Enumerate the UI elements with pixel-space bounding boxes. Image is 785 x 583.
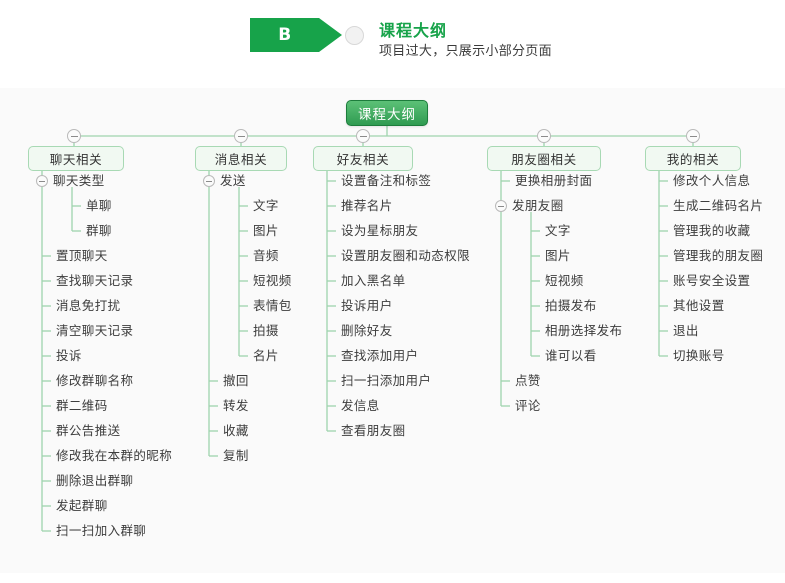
mindmap-node[interactable]: 文字 xyxy=(545,223,571,238)
mindmap-node[interactable]: 收藏 xyxy=(223,423,249,438)
mindmap-node[interactable]: 撤回 xyxy=(223,373,249,388)
sub-collapse-toggle[interactable] xyxy=(36,175,48,187)
branch-collapse-toggle[interactable] xyxy=(537,129,551,143)
mindmap-node[interactable]: 清空聊天记录 xyxy=(56,323,134,338)
mindmap-node[interactable]: 复制 xyxy=(223,448,249,463)
mindmap-node[interactable]: 点赞 xyxy=(515,373,541,388)
mindmap-node[interactable]: 更换相册封面 xyxy=(515,173,593,188)
mindmap-node[interactable]: 设为星标朋友 xyxy=(341,223,419,238)
branch-node-3[interactable]: 好友相关 xyxy=(313,146,413,171)
mindmap-root-node[interactable]: 课程大纲 xyxy=(346,100,428,126)
mindmap-node[interactable]: 文字 xyxy=(253,198,279,213)
branch-node-5[interactable]: 我的相关 xyxy=(645,146,741,171)
mindmap-node[interactable]: 谁可以看 xyxy=(545,348,597,363)
mindmap-node[interactable]: 账号安全设置 xyxy=(673,273,751,288)
mindmap-node[interactable]: 查看朋友圈 xyxy=(341,423,406,438)
mindmap-node[interactable]: 群公告推送 xyxy=(56,423,121,438)
mindmap-node[interactable]: 修改个人信息 xyxy=(673,173,751,188)
mindmap-node[interactable]: 聊天类型 xyxy=(53,173,105,188)
mindmap-canvas: 课程大纲 聊天相关聊天类型单聊群聊置顶聊天查找聊天记录消息免打扰清空聊天记录投诉… xyxy=(0,88,785,573)
connector-lines xyxy=(41,126,694,532)
mindmap-node[interactable]: 表情包 xyxy=(253,298,292,313)
sub-collapse-toggle[interactable] xyxy=(203,175,215,187)
circle-icon xyxy=(345,26,364,45)
mindmap-node[interactable]: 发朋友圈 xyxy=(512,198,564,213)
branch-node-2[interactable]: 消息相关 xyxy=(195,146,287,171)
page-header: B 课程大纲 项目过大，只展示小部分页面 xyxy=(0,0,785,88)
branch-collapse-toggle[interactable] xyxy=(234,129,248,143)
mindmap-node[interactable]: 设置备注和标签 xyxy=(341,173,432,188)
mindmap-node[interactable]: 图片 xyxy=(545,248,571,263)
mindmap-node[interactable]: 发信息 xyxy=(341,398,380,413)
page-subtitle: 项目过大，只展示小部分页面 xyxy=(379,44,552,59)
mindmap-node[interactable]: 加入黑名单 xyxy=(341,273,406,288)
mindmap-node[interactable]: 查找添加用户 xyxy=(341,348,419,363)
page-title: 课程大纲 xyxy=(379,21,448,40)
mindmap-node[interactable]: 扫一扫加入群聊 xyxy=(56,523,147,538)
mindmap-node[interactable]: 退出 xyxy=(673,323,699,338)
mindmap-node[interactable]: 拍摄 xyxy=(253,323,279,338)
mindmap-node[interactable]: 转发 xyxy=(223,398,249,413)
mindmap-node[interactable]: 置顶聊天 xyxy=(56,248,108,263)
mindmap-node[interactable]: 音频 xyxy=(253,248,279,263)
mindmap-node[interactable]: 群聊 xyxy=(86,223,112,238)
mindmap-node[interactable]: 短视频 xyxy=(253,273,292,288)
branch-collapse-toggle[interactable] xyxy=(356,129,370,143)
mindmap-node[interactable]: 其他设置 xyxy=(673,298,725,313)
branch-collapse-toggle[interactable] xyxy=(67,129,81,143)
mindmap-node[interactable]: 拍摄发布 xyxy=(545,298,597,313)
mindmap-node[interactable]: 推荐名片 xyxy=(341,198,393,213)
mindmap-node[interactable]: 删除退出群聊 xyxy=(56,473,134,488)
mindmap-node[interactable]: 相册选择发布 xyxy=(545,323,623,338)
mindmap-node[interactable]: 管理我的收藏 xyxy=(673,223,751,238)
mindmap-node[interactable]: 设置朋友圈和动态权限 xyxy=(341,248,471,263)
mindmap-node[interactable]: 修改群聊名称 xyxy=(56,373,134,388)
mindmap-node[interactable]: 名片 xyxy=(253,348,279,363)
branch-node-1[interactable]: 聊天相关 xyxy=(28,146,124,171)
mindmap-node[interactable]: 查找聊天记录 xyxy=(56,273,134,288)
mindmap-node[interactable]: 发送 xyxy=(220,173,246,188)
mindmap-node[interactable]: 扫一扫添加用户 xyxy=(341,373,432,388)
mindmap-node[interactable]: 投诉 xyxy=(56,348,82,363)
branch-collapse-toggle[interactable] xyxy=(686,129,700,143)
mindmap-node[interactable]: 管理我的朋友圈 xyxy=(673,248,764,263)
mindmap-node[interactable]: 短视频 xyxy=(545,273,584,288)
mindmap-node[interactable]: 评论 xyxy=(515,398,541,413)
mindmap-node[interactable]: 单聊 xyxy=(86,198,112,213)
mindmap-node[interactable]: 切换账号 xyxy=(673,348,725,363)
mindmap-node[interactable]: 删除好友 xyxy=(341,323,393,338)
mindmap-node[interactable]: 修改我在本群的昵称 xyxy=(56,448,173,463)
branch-node-4[interactable]: 朋友圈相关 xyxy=(487,146,601,171)
mindmap-node[interactable]: 投诉用户 xyxy=(341,298,393,313)
mindmap-node[interactable]: 发起群聊 xyxy=(56,498,108,513)
mindmap-node[interactable]: 群二维码 xyxy=(56,398,108,413)
mindmap-node[interactable]: 生成二维码名片 xyxy=(673,198,764,213)
mindmap-node[interactable]: 图片 xyxy=(253,223,279,238)
sub-collapse-toggle[interactable] xyxy=(495,200,507,212)
mindmap-node[interactable]: 消息免打扰 xyxy=(56,298,121,313)
section-badge: B xyxy=(250,18,342,52)
